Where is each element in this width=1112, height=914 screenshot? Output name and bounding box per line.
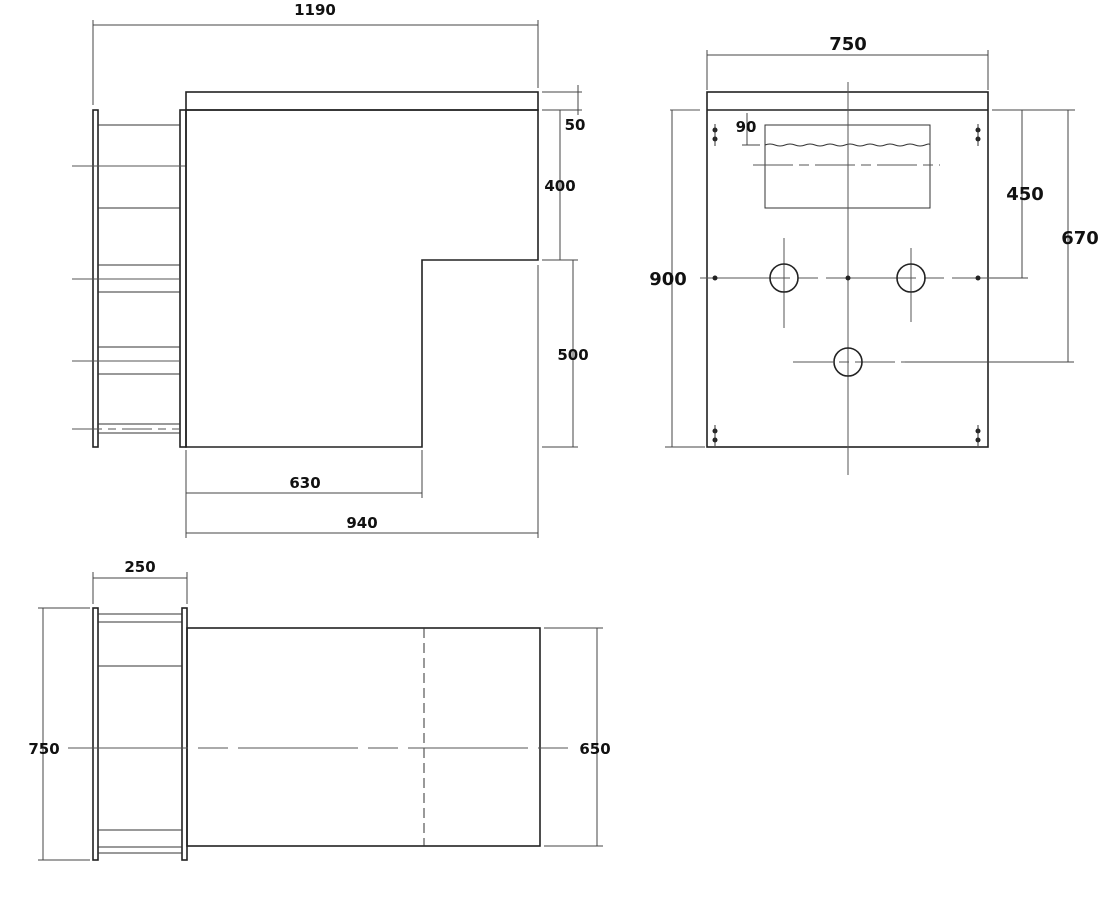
water-line xyxy=(764,143,931,147)
hole-bottom xyxy=(833,347,863,377)
side-plate-left xyxy=(92,607,99,861)
side-view: 750 900 450 670 90 xyxy=(649,34,1099,475)
center-lines xyxy=(670,82,1000,475)
dimension-lines xyxy=(665,50,1075,448)
dim-overall-width: 1190 xyxy=(294,1,336,19)
dimension-lines xyxy=(92,20,582,538)
dim-upper-height: 400 xyxy=(544,177,575,195)
dim-width: 750 xyxy=(829,34,867,55)
dim-lower-hole-height: 670 xyxy=(1061,228,1099,249)
dim-slot-offset: 90 xyxy=(736,118,757,136)
mounting-points xyxy=(712,127,981,443)
dim-hole-row-height: 450 xyxy=(1006,184,1044,205)
center-lines xyxy=(72,165,186,430)
hole-right xyxy=(896,263,926,293)
dim-overall-depth: 750 xyxy=(28,740,59,758)
dim-shelf-depth: 250 xyxy=(124,558,155,576)
dim-height: 900 xyxy=(649,269,687,290)
hole-left xyxy=(769,263,799,293)
side-plate-inner xyxy=(179,109,187,448)
top-view: 250 750 650 xyxy=(28,558,611,861)
dim-lower-height: 500 xyxy=(557,346,588,364)
dim-step-width: 630 xyxy=(289,474,320,492)
dim-top-thickness: 50 xyxy=(565,116,586,134)
dim-body-width: 940 xyxy=(346,514,377,532)
body-outline xyxy=(185,109,539,448)
dimension-lines xyxy=(38,572,603,861)
top-lid xyxy=(185,91,539,111)
shelf-lines xyxy=(98,124,180,434)
dim-body-depth: 650 xyxy=(579,740,610,758)
shelf-lines xyxy=(98,613,182,854)
body-outline xyxy=(186,627,541,847)
front-view: 1190 50 400 500 630 940 xyxy=(72,1,589,538)
